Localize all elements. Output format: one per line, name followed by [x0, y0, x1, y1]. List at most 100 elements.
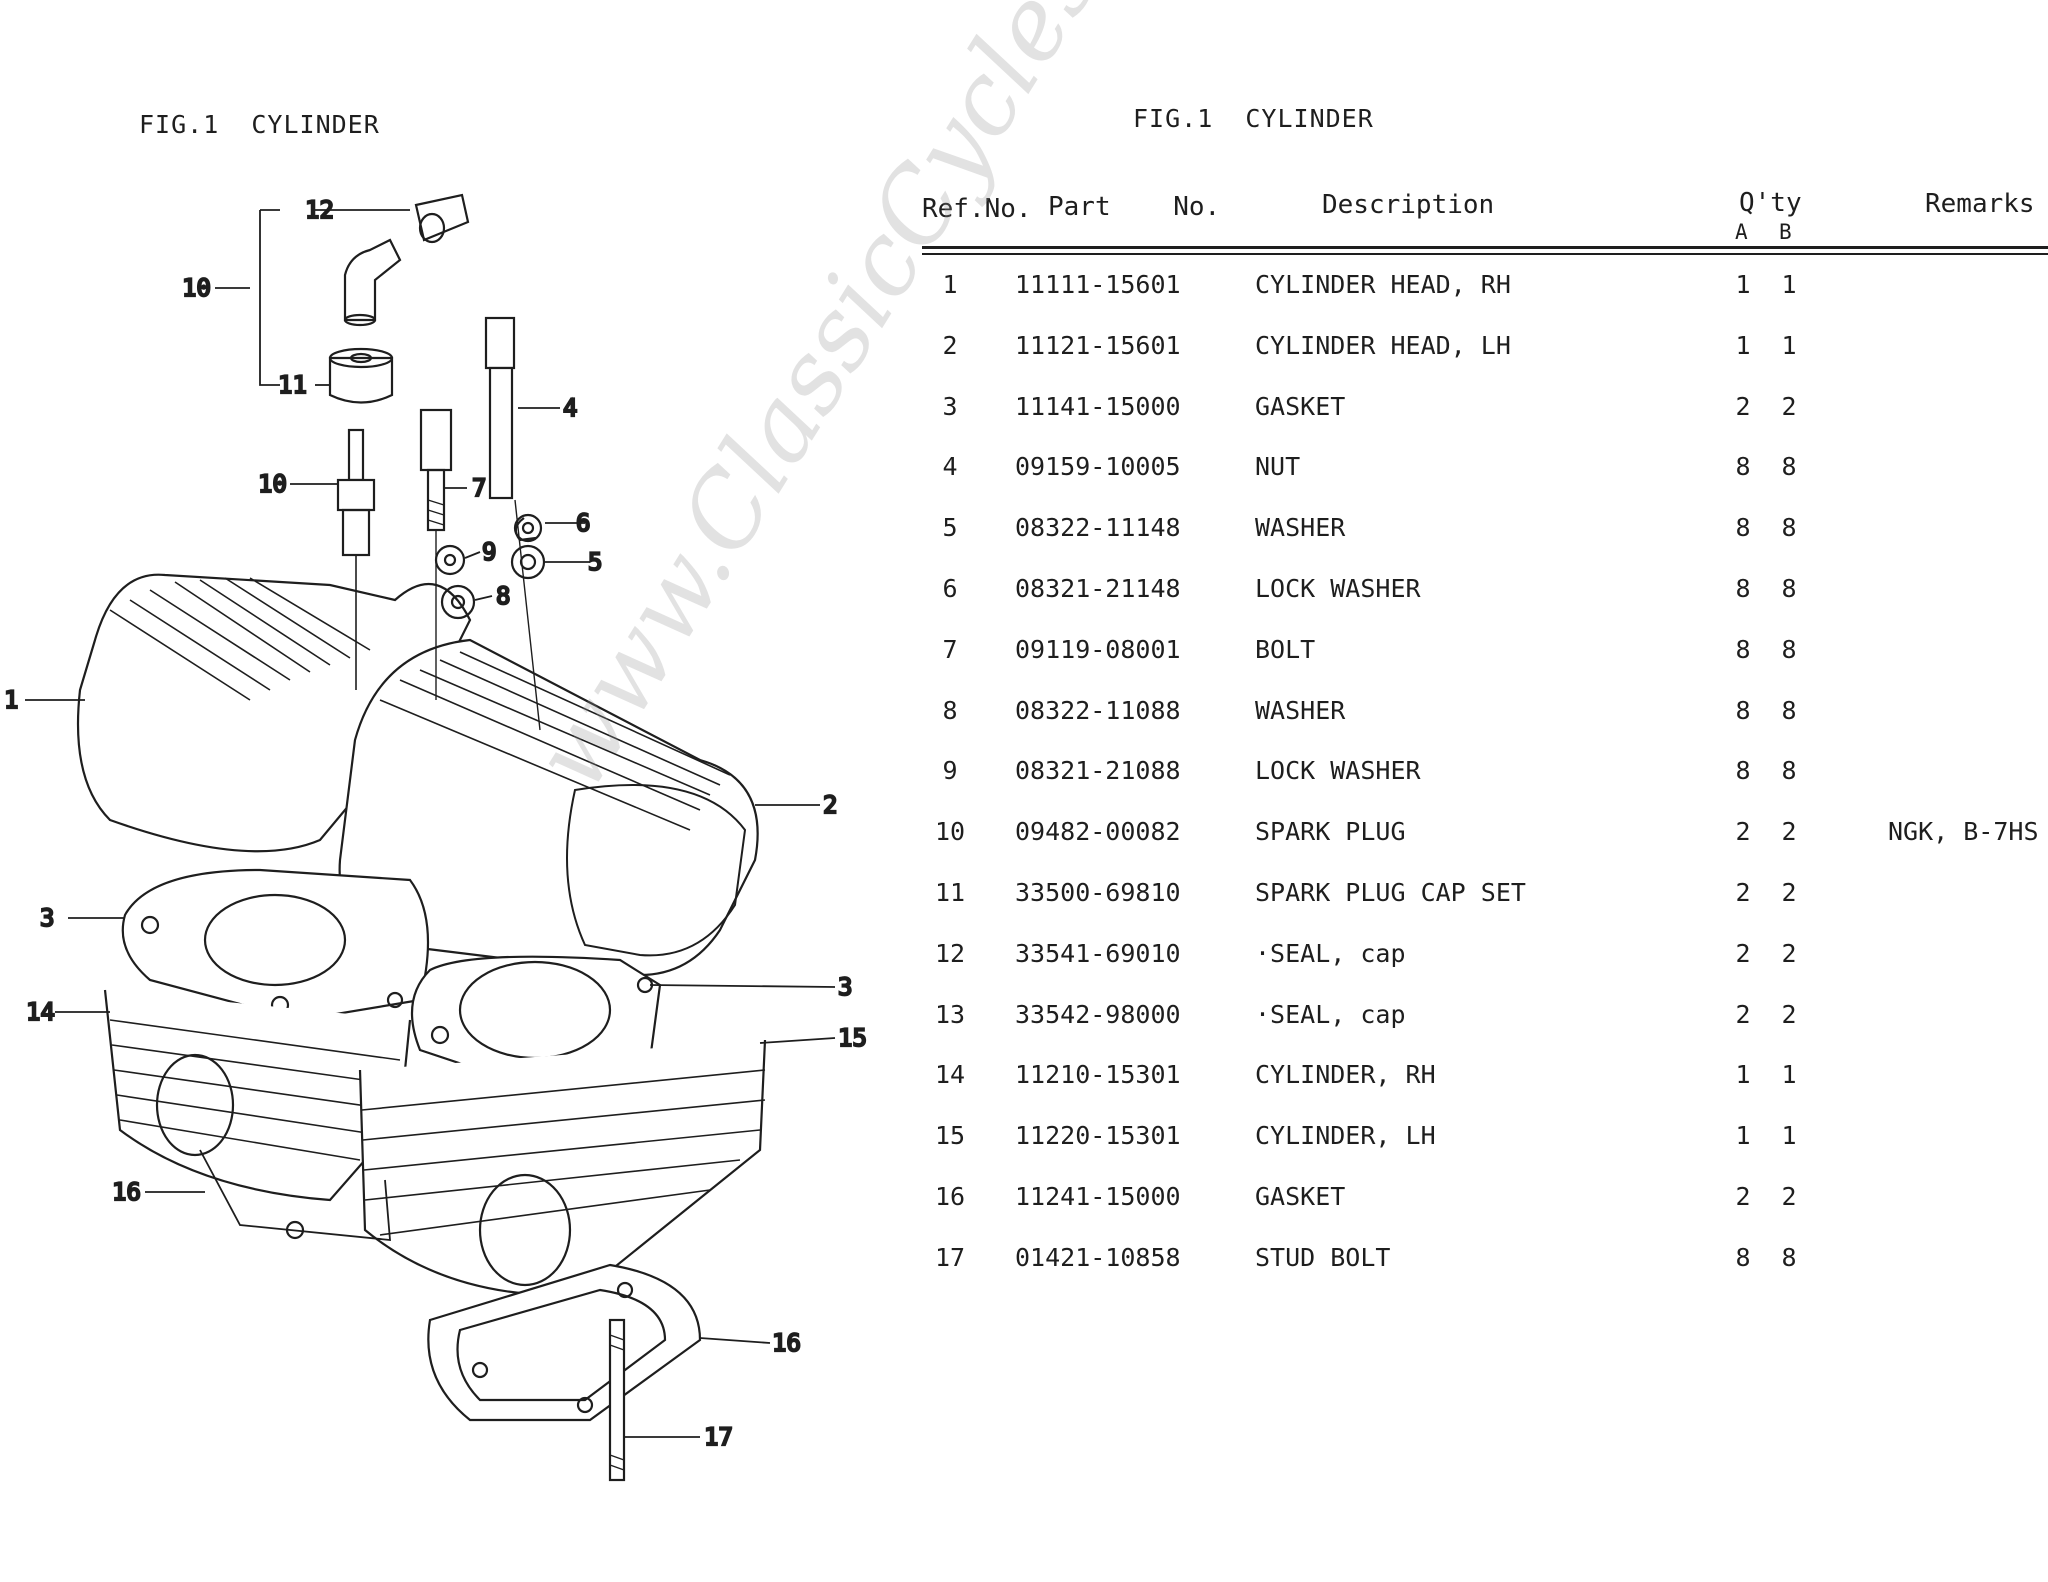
header-rule-top: [922, 246, 2048, 249]
callout-15: 15: [838, 1024, 867, 1052]
qty-b-cell: 2: [1781, 999, 1797, 1029]
spark-plug-cap: [343, 238, 402, 327]
qty-a-cell: 8: [1735, 513, 1751, 543]
part-no-cell: 33541-69010: [1015, 938, 1181, 968]
table-row: 10 09482-00082 SPARK PLUG 2 2 NGK, B-7HS: [0, 817, 2048, 857]
ref-no-cell: 1: [942, 270, 958, 299]
header-qty-b: B: [1779, 220, 1792, 244]
ref-no-cell: 16: [934, 1182, 966, 1211]
table-row: 11 33500-69810 SPARK PLUG CAP SET 2 2: [0, 878, 2048, 918]
header-qty: Q'ty: [1739, 188, 1802, 218]
header-rule-bottom: [922, 253, 2048, 255]
callout-1: 1: [4, 686, 18, 714]
part-no-cell: 11141-15000: [1015, 391, 1181, 421]
part-no-cell: 08322-11148: [1015, 513, 1181, 543]
qty-a-cell: 8: [1735, 574, 1751, 603]
qty-a-cell: 1: [1735, 1121, 1751, 1151]
part-no-cell: 33542-98000: [1015, 999, 1181, 1029]
qty-a-cell: 2: [1735, 878, 1751, 907]
description-cell: WASHER: [1255, 695, 1346, 725]
qty-b-cell: 1: [1781, 270, 1797, 299]
part-no-cell: 11241-15000: [1015, 1182, 1181, 1211]
table-row: 16 11241-15000 GASKET 2 2: [0, 1182, 2048, 1222]
callout-2: 2: [823, 791, 837, 819]
callout-6: 6: [576, 509, 590, 537]
callout-10: 10: [258, 470, 287, 498]
qty-a-cell: 2: [1735, 999, 1751, 1029]
qty-a-cell: 2: [1735, 1182, 1751, 1211]
ref-no-cell: 4: [942, 452, 958, 482]
qty-a-cell: 8: [1735, 695, 1751, 725]
ref-no-cell: 5: [942, 513, 958, 543]
callout-17: 17: [704, 1423, 733, 1451]
part-no-cell: 11210-15301: [1015, 1060, 1181, 1090]
ref-no-cell: 11: [934, 878, 966, 907]
description-cell: CYLINDER HEAD, LH: [1255, 330, 1511, 360]
description-cell: GASKET: [1255, 1182, 1346, 1211]
table-row: 6 08321-21148 LOCK WASHER 8 8: [0, 574, 2048, 614]
callout-3-left: 3: [40, 904, 54, 932]
parts-list-title: FIG.1 CYLINDER: [1133, 104, 1374, 133]
qty-b-cell: 8: [1781, 452, 1797, 482]
table-row: 12 33541-69010 ·SEAL, cap 2 2: [0, 939, 2048, 979]
exploded-parts-diagram: 12 10 11 4 10 7 6 5 9 8 1 2 3 3 14 15 16…: [3, 193, 868, 1482]
table-row: 3 11141-15000 GASKET 2 2: [0, 392, 2048, 432]
qty-b-cell: 2: [1781, 938, 1797, 968]
head-gasket: [121, 868, 662, 1092]
description-cell: NUT: [1255, 452, 1301, 482]
callout-3-right: 3: [838, 973, 852, 1001]
qty-a-cell: 2: [1735, 391, 1751, 421]
leader-lines: [25, 209, 836, 1438]
qty-a-cell: 2: [1735, 938, 1751, 968]
base-gasket: [199, 1149, 702, 1422]
header-description: Description: [1322, 190, 1495, 220]
part-no-cell: 33500-69810: [1015, 878, 1181, 907]
cap-seal-13: [414, 193, 470, 244]
part-no-cell: 11111-15601: [1015, 270, 1181, 299]
description-cell: CYLINDER, LH: [1255, 1121, 1436, 1151]
ref-no-cell: 12: [934, 938, 966, 968]
qty-b-cell: 2: [1781, 1182, 1797, 1211]
qty-b-cell: 2: [1781, 391, 1797, 421]
header-part-no: Part No.: [1048, 192, 1221, 222]
header-ref-no: Ref.No.: [922, 194, 1032, 224]
table-row: 8 08322-11088 WASHER 8 8: [0, 696, 2048, 736]
qty-a-cell: 1: [1735, 330, 1751, 360]
callout-16-left: 16: [112, 1178, 141, 1206]
part-no-cell: 11220-15301: [1015, 1121, 1181, 1151]
qty-a-cell: 8: [1735, 1242, 1751, 1272]
ref-no-cell: 13: [934, 999, 966, 1029]
qty-b-cell: 8: [1781, 513, 1797, 543]
cylinder-head-rh: [76, 573, 472, 853]
qty-b-cell: 1: [1781, 1121, 1797, 1151]
remarks-cell: NGK, B-7HS: [1888, 817, 2039, 847]
table-row: 13 33542-98000 ·SEAL, cap 2 2: [0, 1000, 2048, 1040]
callout-14: 14: [26, 998, 55, 1026]
ref-no-cell: 6: [942, 574, 958, 603]
table-row: 7 09119-08001 BOLT 8 8: [0, 635, 2048, 675]
part-no-cell: 01421-10858: [1015, 1242, 1181, 1272]
stud-bolt: [608, 1318, 626, 1482]
table-row: 14 11210-15301 CYLINDER, RH 1 1: [0, 1060, 2048, 1100]
part-no-cell: 09482-00082: [1015, 817, 1181, 847]
ref-no-cell: 8: [942, 695, 958, 725]
description-cell: ·SEAL, cap: [1255, 938, 1406, 968]
ref-no-cell: 14: [934, 1060, 966, 1090]
description-cell: SPARK PLUG CAP SET: [1255, 878, 1526, 907]
table-row: 9 08321-21088 LOCK WASHER 8 8: [0, 756, 2048, 796]
description-cell: WASHER: [1255, 513, 1346, 543]
table-row: 17 01421-10858 STUD BOLT 8 8: [0, 1243, 2048, 1283]
table-row: 15 11220-15301 CYLINDER, LH 1 1: [0, 1121, 2048, 1161]
description-cell: CYLINDER HEAD, RH: [1255, 270, 1511, 299]
qty-b-cell: 8: [1781, 695, 1797, 725]
cap-seal-12: [328, 347, 394, 404]
qty-a-cell: 2: [1735, 817, 1751, 847]
description-cell: CYLINDER, RH: [1255, 1060, 1436, 1090]
part-no-cell: 08322-11088: [1015, 695, 1181, 725]
qty-b-cell: 2: [1781, 878, 1797, 907]
qty-a-cell: 8: [1735, 756, 1751, 786]
spark-plug: [336, 428, 376, 690]
callout-4: 4: [563, 394, 577, 422]
callout-8: 8: [496, 582, 510, 610]
description-cell: LOCK WASHER: [1255, 756, 1421, 786]
